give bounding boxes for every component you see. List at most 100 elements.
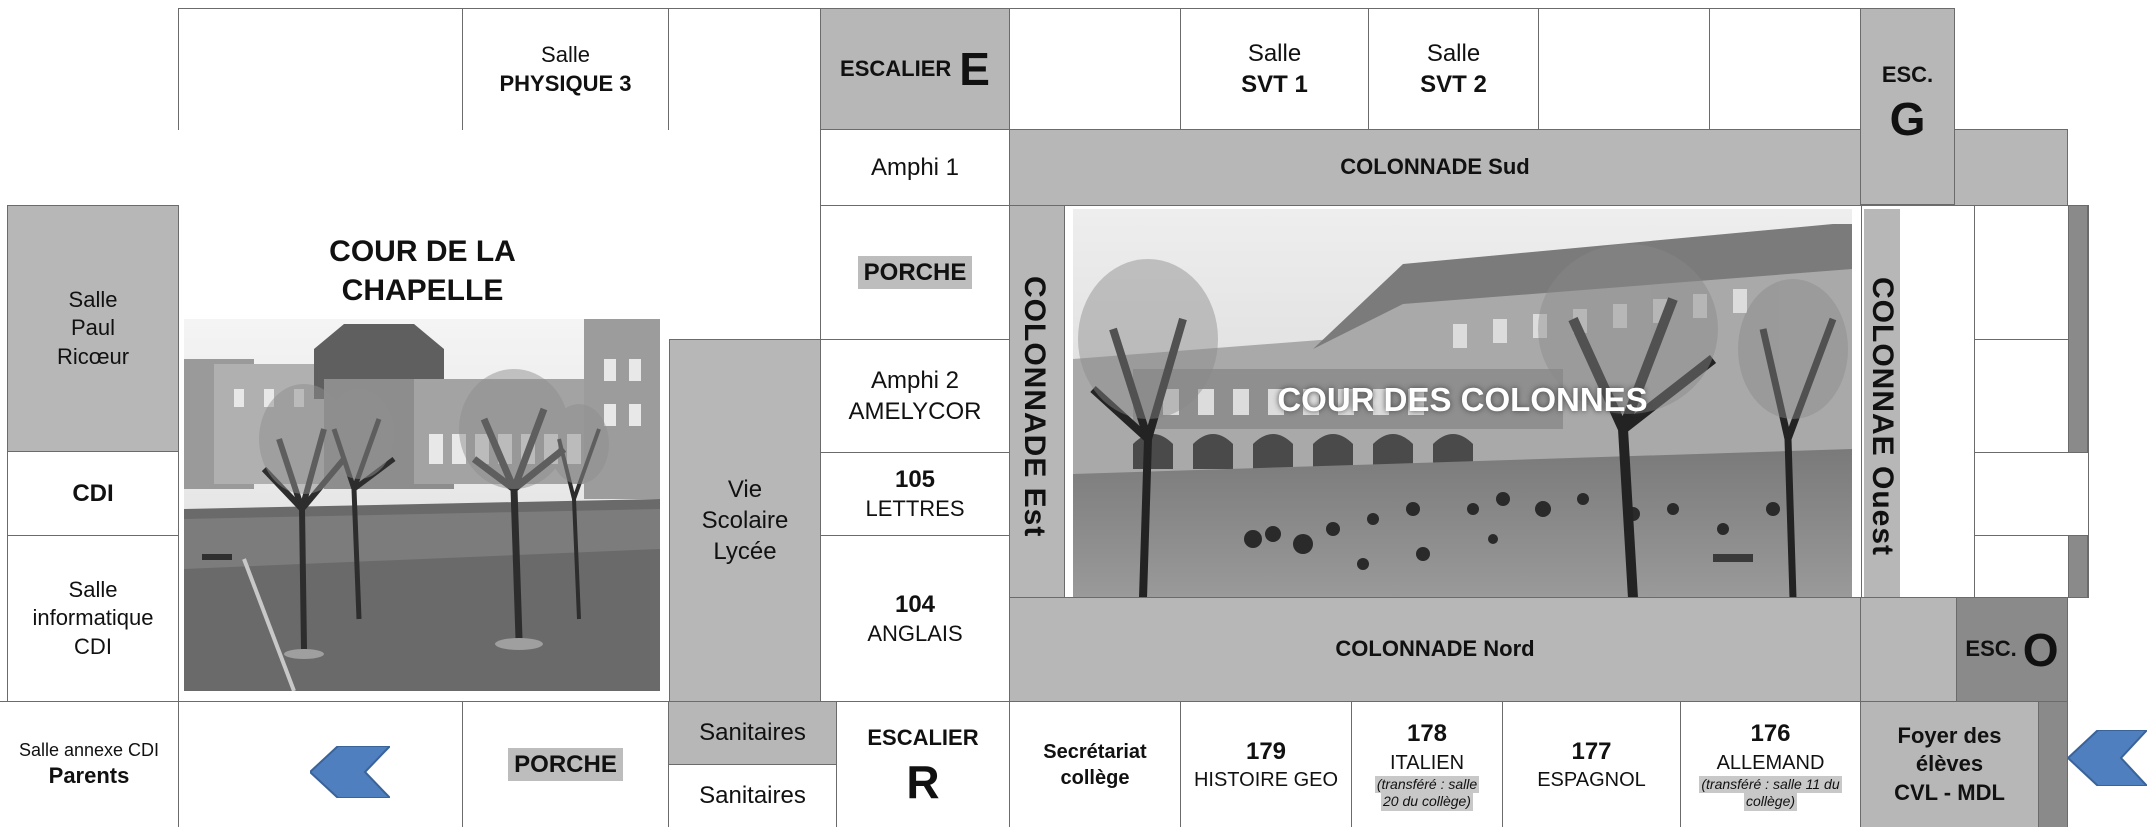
secretariat-college[interactable]: Secrétariat collège bbox=[1009, 701, 1181, 827]
cour-chapelle-title: COUR DE LA CHAPELLE bbox=[185, 232, 660, 310]
room-178-number: 178 bbox=[1406, 720, 1448, 748]
room-179-histoire-geo[interactable]: 179 HISTOIRE GEO bbox=[1180, 701, 1352, 827]
room-177-espagnol[interactable]: 177 ESPAGNOL bbox=[1502, 701, 1681, 827]
salle-annexe-cdi-parents[interactable]: Salle annexe CDI Parents bbox=[0, 701, 179, 827]
vie-scolaire-lycee[interactable]: Vie Scolaire Lycée bbox=[669, 339, 821, 702]
colonnade-ouest-label: COLONNAE Ouest bbox=[1866, 276, 1899, 557]
escalier-r-word: ESCALIER bbox=[867, 725, 979, 751]
foyer-line1: Foyer des bbox=[1897, 722, 2002, 748]
colonnade-est-label: COLONNADE Est bbox=[1018, 275, 1051, 538]
room-empty-top-2 bbox=[668, 8, 821, 130]
colonnade-nord-east bbox=[1860, 597, 1957, 702]
sanitaires-2[interactable]: Sanitaires bbox=[668, 764, 837, 827]
room-178-italien[interactable]: 178 ITALIEN (transféré : salle 20 du col… bbox=[1351, 701, 1503, 827]
sanitaires-1-label: Sanitaires bbox=[699, 719, 806, 747]
colonnade-nord-label: COLONNADE Nord bbox=[1335, 636, 1535, 662]
amphi-1[interactable]: Amphi 1 bbox=[820, 129, 1010, 206]
room-178-note-line1: (transféré : salle bbox=[1374, 775, 1480, 794]
sanitaires-1[interactable]: Sanitaires bbox=[668, 701, 837, 765]
porche-top-label: PORCHE bbox=[857, 255, 973, 290]
east-cell-3 bbox=[1974, 452, 2089, 536]
salle-informatique-line2: informatique bbox=[32, 605, 154, 631]
salle-paul-ricoeur-line1: Salle bbox=[68, 286, 118, 312]
colonnade-sud-east-end bbox=[1954, 129, 2068, 206]
room-179-name: HISTOIRE GEO bbox=[1193, 769, 1339, 792]
cour-chapelle-title-line1: COUR DE LA bbox=[329, 235, 516, 268]
esc-o-word: ESC. bbox=[1965, 636, 2017, 662]
room-179-number: 179 bbox=[1245, 737, 1287, 765]
colonnade-sud-label: COLONNADE Sud bbox=[1340, 154, 1530, 180]
secretariat-line1: Secrétariat bbox=[1043, 740, 1147, 763]
foyer-eleves-cvl-mdl[interactable]: Foyer des élèves CVL - MDL bbox=[1860, 701, 2039, 827]
escalier-e-letter: E bbox=[959, 43, 990, 95]
colonnade-est: COLONNADE Est bbox=[1013, 234, 1055, 579]
secretariat-line2: collège bbox=[1060, 766, 1130, 789]
escalier-e-word: ESCALIER bbox=[840, 55, 952, 81]
arrow-left-icon[interactable] bbox=[310, 746, 390, 798]
room-176-note-line2: collège) bbox=[1743, 793, 1798, 811]
room-svt-2[interactable]: Salle SVT 2 bbox=[1368, 8, 1539, 130]
cour-chapelle-photo-image bbox=[184, 319, 660, 691]
room-physique-3-name: PHYSIQUE 3 bbox=[499, 70, 632, 96]
room-177-number: 177 bbox=[1571, 737, 1612, 765]
room-176-name: ALLEMAND bbox=[1716, 751, 1825, 774]
foyer-line3: CVL - MDL bbox=[1894, 779, 2005, 805]
room-105-lettres[interactable]: 105 LETTRES bbox=[820, 452, 1010, 536]
esc-g-letter: G bbox=[1889, 92, 1926, 145]
room-svt-1-label: Salle bbox=[1247, 39, 1302, 67]
salle-paul-ricoeur-line2: Paul bbox=[70, 315, 116, 341]
esc-g-word: ESC. bbox=[1881, 62, 1934, 87]
cour-colonnes-label: COUR DES COLONNES bbox=[1277, 381, 1648, 418]
room-176-note-line1: (transféré : salle 11 du bbox=[1699, 775, 1842, 794]
salle-informatique-cdi[interactable]: Salle informatique CDI bbox=[7, 535, 179, 702]
salle-informatique-line1: Salle bbox=[68, 576, 118, 602]
room-svt-1[interactable]: Salle SVT 1 bbox=[1180, 8, 1369, 130]
vie-scolaire-line3: Lycée bbox=[713, 538, 777, 566]
foyer-line2: élèves bbox=[1915, 751, 1984, 777]
esc-o[interactable]: ESC. O bbox=[1956, 597, 2068, 702]
amphi-2-line2: AMELYCOR bbox=[848, 398, 982, 425]
porche-bottom[interactable]: PORCHE bbox=[462, 701, 669, 827]
escalier-r[interactable]: ESCALIER R bbox=[836, 701, 1010, 827]
vie-scolaire-line1: Vie bbox=[727, 475, 763, 503]
amphi-2-line1: Amphi 2 bbox=[870, 366, 960, 394]
arrow-left-icon[interactable] bbox=[2068, 730, 2147, 786]
room-empty-top-4 bbox=[1538, 8, 1710, 130]
salle-annexe-line1: Salle annexe CDI bbox=[18, 739, 160, 760]
east-strip-1 bbox=[2068, 205, 2088, 453]
sanitaires-2-label: Sanitaires bbox=[699, 782, 806, 810]
room-105-name: LETTRES bbox=[865, 496, 965, 522]
room-104-name: ANGLAIS bbox=[867, 620, 963, 646]
salle-annexe-line2: Parents bbox=[48, 762, 130, 788]
cdi-label: CDI bbox=[72, 479, 114, 507]
colonnade-ouest: COLONNAE Ouest bbox=[1864, 209, 1900, 624]
cour-chapelle-photo bbox=[184, 319, 660, 691]
cdi[interactable]: CDI bbox=[7, 451, 179, 536]
porche-bottom-label: PORCHE bbox=[508, 747, 623, 782]
room-physique-3[interactable]: Salle PHYSIQUE 3 bbox=[462, 8, 669, 130]
esc-g[interactable]: ESC. G bbox=[1860, 8, 1955, 205]
room-104-anglais[interactable]: 104 ANGLAIS bbox=[820, 535, 1010, 702]
room-svt-1-name: SVT 1 bbox=[1241, 71, 1308, 98]
room-physique-3-label: Salle bbox=[541, 41, 590, 67]
room-svt-2-label: Salle bbox=[1426, 39, 1481, 67]
salle-paul-ricoeur[interactable]: Salle Paul Ricœur bbox=[7, 205, 179, 452]
cour-chapelle-title-line2: CHAPELLE bbox=[341, 274, 504, 307]
room-105-number: 105 bbox=[894, 466, 936, 494]
porche-top[interactable]: PORCHE bbox=[820, 205, 1010, 340]
room-176-allemand[interactable]: 176 ALLEMAND (transféré : salle 11 du co… bbox=[1680, 701, 1861, 827]
room-svt-2-name: SVT 2 bbox=[1420, 71, 1487, 98]
room-empty-top-3 bbox=[1009, 8, 1181, 130]
amphi-1-label: Amphi 1 bbox=[870, 153, 960, 181]
cour-colonnes-photo: COUR DES COLONNES bbox=[1073, 209, 1852, 598]
escalier-e[interactable]: ESCALIER E bbox=[820, 8, 1010, 130]
salle-paul-ricoeur-line3: Ricœur bbox=[56, 343, 130, 369]
foyer-strip bbox=[2038, 701, 2068, 827]
salle-informatique-line3: CDI bbox=[74, 633, 112, 659]
colonnade-nord: COLONNADE Nord bbox=[1009, 597, 1861, 702]
room-178-note-line2: 20 du collège) bbox=[1381, 793, 1473, 811]
room-176-number: 176 bbox=[1750, 720, 1791, 748]
room-empty-top-1 bbox=[178, 8, 463, 130]
amphi-2-amelycor[interactable]: Amphi 2 AMELYCOR bbox=[820, 339, 1010, 453]
escalier-r-letter: R bbox=[906, 755, 940, 808]
